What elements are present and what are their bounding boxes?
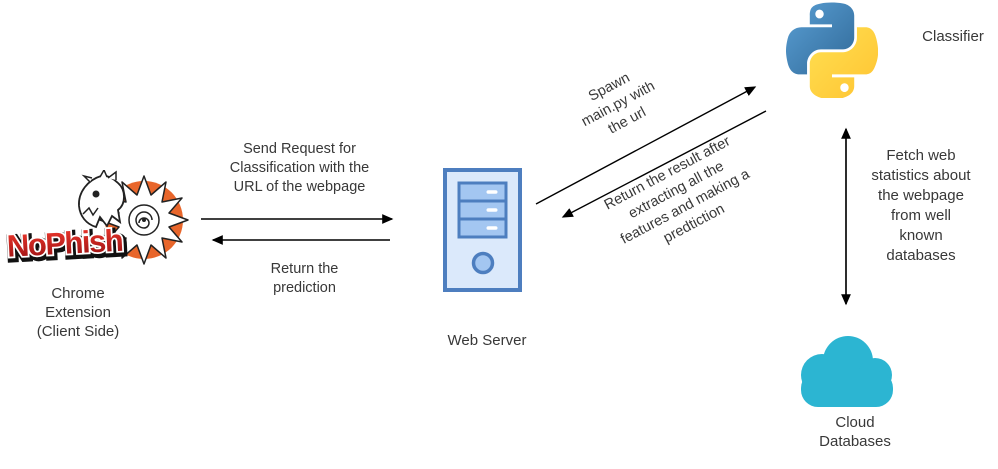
prediction-line2: prediction bbox=[273, 280, 336, 296]
cloud-base bbox=[801, 371, 893, 407]
request-annotation: Send Request for Classification with the… bbox=[197, 140, 402, 197]
fetch-line4: from well bbox=[890, 207, 951, 224]
fish-teeth bbox=[82, 206, 99, 217]
client-label-line3: (Client Side) bbox=[36, 323, 120, 340]
server-bays bbox=[457, 181, 508, 239]
server-bay-led1 bbox=[486, 190, 498, 194]
fish-eye bbox=[92, 190, 100, 198]
nophish-wordmark-text: NoPhish bbox=[6, 223, 123, 264]
fetch-line6: databases bbox=[886, 247, 956, 264]
server-bay-led2 bbox=[486, 208, 498, 212]
fetch-line1: Fetch web bbox=[886, 147, 956, 164]
server-label-text: Web Server bbox=[447, 332, 527, 349]
server-bay-led3 bbox=[486, 226, 498, 230]
client-label: Chrome Extension (Client Side) bbox=[16, 284, 140, 341]
classifier-label: Classifier bbox=[903, 27, 998, 46]
web-server-icon bbox=[443, 168, 522, 292]
fetch-line5: known bbox=[899, 227, 943, 244]
nophish-logo-icon: NoPhish NoPhish bbox=[4, 170, 189, 270]
request-line1: Send Request for bbox=[243, 141, 356, 157]
fish-head-spikes bbox=[81, 170, 117, 183]
request-line3: URL of the webpage bbox=[233, 179, 366, 195]
prediction-line1: Return the bbox=[270, 261, 339, 277]
nophish-wordmark-shadow: NoPhish bbox=[8, 225, 125, 266]
cloud-label-line2: Databases bbox=[819, 433, 891, 450]
client-label-line1: Chrome bbox=[51, 285, 105, 302]
request-line2: Classification with the bbox=[229, 160, 370, 176]
fish-head bbox=[78, 174, 125, 229]
classifier-label-text: Classifier bbox=[922, 28, 984, 45]
python-yellow-snake bbox=[809, 27, 878, 98]
cloud-label: Cloud Databases bbox=[812, 413, 898, 451]
server-power-button bbox=[471, 251, 495, 275]
nophish-wordmark: NoPhish NoPhish bbox=[4, 221, 128, 270]
server-label: Web Server bbox=[427, 331, 547, 350]
fetch-annotation: Fetch web statistics about the webpage f… bbox=[856, 146, 986, 266]
cloud-icon bbox=[801, 336, 893, 407]
fetch-line2: statistics about bbox=[871, 167, 971, 184]
cloud-label-line1: Cloud bbox=[835, 414, 875, 431]
prediction-annotation: Return the prediction bbox=[252, 260, 357, 298]
fish-skeleton-dot bbox=[142, 218, 146, 222]
python-icon bbox=[786, 2, 878, 98]
python-blue-snake bbox=[786, 2, 855, 75]
spawn-annotation: Spawn main.py with the url bbox=[541, 45, 696, 163]
fetch-line3: the webpage bbox=[878, 187, 964, 204]
client-label-line2: Extension bbox=[45, 304, 111, 321]
